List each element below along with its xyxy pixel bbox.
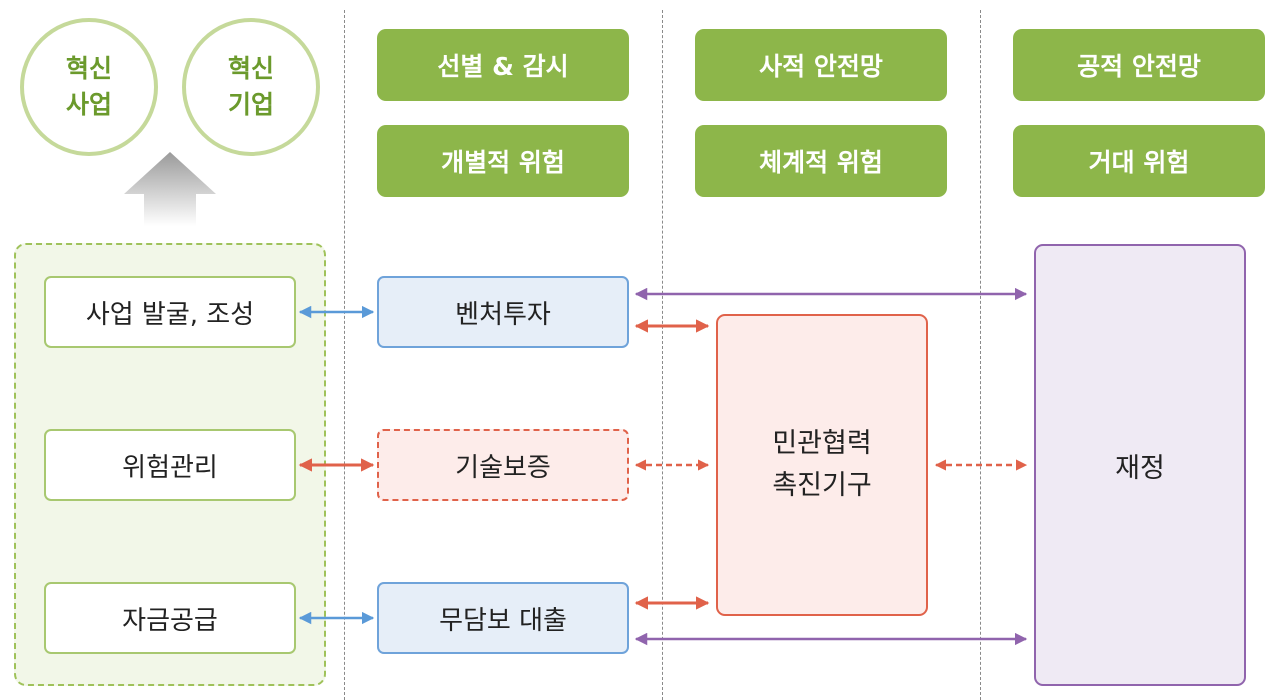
risk-individual: 개별적 위험	[377, 125, 629, 197]
function-risk-management: 위험관리	[44, 429, 296, 501]
innovation-company-circle: 혁신 기업	[182, 18, 320, 156]
function-funding-supply: 자금공급	[44, 582, 296, 654]
header-screening: 선별 & 감시	[377, 29, 629, 101]
innovation-business-circle: 혁신 사업	[20, 18, 158, 156]
venture-investment-box: 벤처투자	[377, 276, 629, 348]
column-divider	[344, 10, 345, 700]
header-public-safety-net: 공적 안전망	[1013, 29, 1265, 101]
innovation-company-label: 혁신 기업	[227, 53, 274, 119]
function-business-discovery: 사업 발굴, 조성	[44, 276, 296, 348]
risk-systemic: 체계적 위험	[695, 125, 947, 197]
risk-large: 거대 위험	[1013, 125, 1265, 197]
ppp-label: 민관협력 촉진기구	[772, 428, 872, 501]
fiscal-label: 재정	[1115, 452, 1165, 484]
column-divider	[662, 10, 663, 700]
fiscal-box: 재정	[1034, 244, 1246, 686]
ppp-box: 민관협력 촉진기구	[716, 314, 928, 616]
up-arrow-icon	[124, 152, 216, 226]
column-divider	[980, 10, 981, 700]
unsecured-loan-box: 무담보 대출	[377, 582, 629, 654]
innovation-business-label: 혁신 사업	[65, 53, 112, 119]
tech-guarantee-box: 기술보증	[377, 429, 629, 501]
header-private-safety-net: 사적 안전망	[695, 29, 947, 101]
